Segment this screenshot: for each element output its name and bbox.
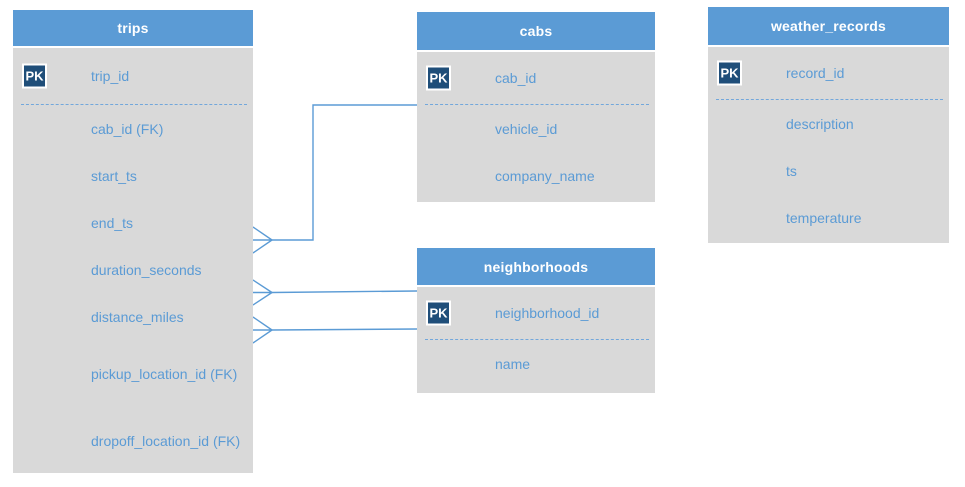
pk-badge: PK [426,65,451,91]
column-row: end_ts [13,199,253,246]
table-trips[interactable]: trips PK trip_id cab_id (FK) start_ts en… [13,10,253,473]
column-label: start_ts [91,167,137,184]
relationship-trips-neighborhoods-pickup [252,279,418,306]
column-row: PK record_id [708,47,949,99]
table-header-weather-records: weather_records [708,7,949,47]
column-row: PK cab_id [417,52,655,104]
column-label: trip_id [91,68,130,84]
column-label: cab_id [495,70,537,86]
column-label: vehicle_id [495,120,558,137]
column-row: pickup_location_id (FK) [13,340,253,407]
pk-separator [425,339,649,340]
column-row: duration_seconds [13,246,253,293]
relationship-line [272,104,417,241]
column-row: PK trip_id [13,48,253,104]
column-row: start_ts [13,152,253,199]
column-row: description [708,100,949,147]
column-row: vehicle_id [417,105,655,152]
relationship-line [271,290,418,294]
column-label: name [495,355,531,372]
column-label: pickup_location_id (FK) [91,365,238,382]
table-cabs[interactable]: cabs PK cab_id vehicle_id company_name [417,12,655,202]
crow-foot-icon [252,226,273,254]
column-row: ts [708,147,949,194]
column-row: name [417,340,655,387]
table-body-cabs: PK cab_id vehicle_id company_name [417,52,655,202]
crow-foot-icon [252,316,273,344]
crow-foot-icon [252,279,273,306]
column-label: temperature [786,209,862,226]
relationship-line [271,328,418,331]
column-label: neighborhood_id [495,305,600,321]
column-label: distance_miles [91,308,184,325]
table-header-neighborhoods: neighborhoods [417,248,655,287]
pk-badge: PK [426,300,451,326]
table-header-trips: trips [13,10,253,48]
column-row: cab_id (FK) [13,105,253,152]
column-label: company_name [495,167,595,184]
relationship-trips-cabs [252,104,417,254]
table-neighborhoods[interactable]: neighborhoods PK neighborhood_id name [417,248,655,393]
column-row: distance_miles [13,293,253,340]
relationship-trips-neighborhoods-dropoff [252,316,418,344]
column-label: dropoff_location_id (FK) [91,432,241,449]
column-row: dropoff_location_id (FK) [13,407,253,474]
column-label: duration_seconds [91,261,202,278]
column-row: company_name [417,152,655,199]
table-weather-records[interactable]: weather_records PK record_id description… [708,7,949,243]
pk-separator [425,104,649,105]
column-label: cab_id (FK) [91,120,164,137]
pk-badge: PK [717,60,742,86]
column-row: temperature [708,194,949,241]
pk-badge: PK [22,63,47,89]
table-body-weather-records: PK record_id description ts temperature [708,47,949,243]
table-body-neighborhoods: PK neighborhood_id name [417,287,655,393]
table-header-cabs: cabs [417,12,655,52]
table-body-trips: PK trip_id cab_id (FK) start_ts end_ts d… [13,48,253,473]
column-label: description [786,115,854,132]
column-label: end_ts [91,214,134,231]
pk-separator [21,104,247,105]
pk-separator [716,99,943,100]
column-label: record_id [786,65,845,81]
column-label: ts [786,162,797,179]
column-row: PK neighborhood_id [417,287,655,339]
